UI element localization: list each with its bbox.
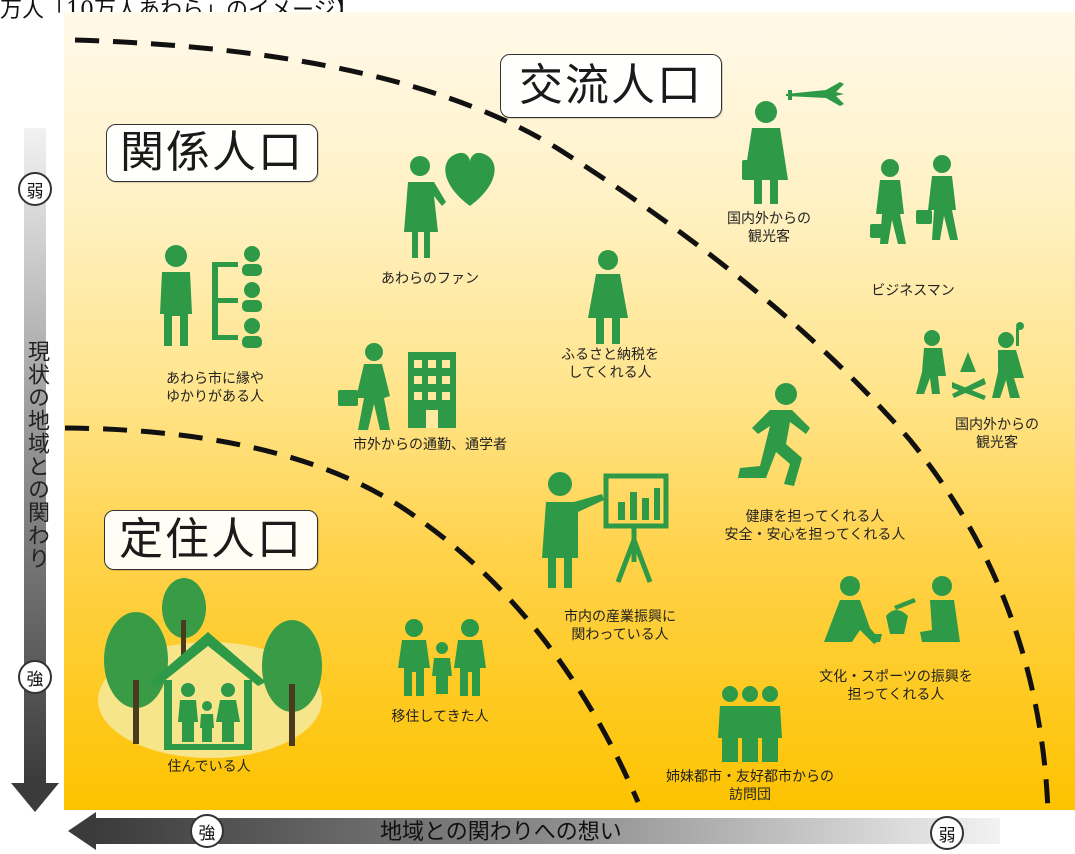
building-icon (408, 352, 456, 428)
sister-city-label: 姉妹都市・友好都市からの 訪問団 (666, 769, 834, 803)
horizontal-axis-arrow (68, 812, 1000, 850)
residents-label: 住んでいる人 (167, 759, 251, 775)
tree-icon (104, 612, 168, 744)
residence-scene (98, 578, 322, 758)
strong-badge-vertical: 強 (18, 660, 52, 694)
exchange-population-title: 交流人口 (500, 54, 722, 118)
group-icon (718, 686, 782, 762)
migrants-label: 移住してきた人 (391, 709, 489, 725)
settled-population-title: 定住人口 (104, 510, 318, 570)
businessman-icon (870, 155, 958, 244)
furusato-label: ふるさと納税を してくれる人 (561, 347, 659, 381)
vertical-axis-label: 現状の地域との関わり (24, 340, 49, 570)
horizontal-axis-label: 地域との関わりへの想い (380, 820, 622, 845)
heart-icon (445, 152, 495, 206)
industry-label: 市内の産業振興に 関わっている人 (564, 609, 676, 643)
business-label: ビジネスマン (871, 283, 955, 299)
strong-badge-horizontal: 強 (190, 814, 224, 848)
runner-icon (738, 383, 810, 486)
culture-label: 文化・スポーツの振興を 担ってくれる人 (819, 669, 973, 703)
exchange-boundary-curve (74, 37, 1051, 813)
tourists-top-label: 国内外からの 観光客 (727, 211, 811, 245)
health-label: 健康を担ってくれる人 安全・安心を担ってくれる人 (724, 509, 906, 543)
tourists-right-label: 国内外からの 観光客 (955, 417, 1039, 451)
airplane-icon (786, 82, 844, 106)
fans-label: あわらのファン (381, 271, 479, 287)
family-tree-icon (160, 245, 262, 348)
relatives-label: あわら市に縁や ゆかりがある人 (166, 371, 264, 405)
house-icon (150, 632, 266, 750)
campfire-icon (916, 322, 1024, 400)
presentation-icon (542, 472, 669, 588)
fan-person-icon (404, 156, 446, 258)
tourist-person-icon (742, 101, 788, 204)
vertical-axis-arrow (11, 128, 59, 812)
furusato-person-icon (588, 250, 628, 344)
settled-boundary-curve (64, 425, 641, 803)
migrant-family-icon (398, 619, 486, 696)
tea-ceremony-icon (824, 576, 960, 644)
relation-population-title: 関係人口 (106, 124, 318, 182)
family-icon (178, 683, 240, 742)
weak-badge-vertical: 弱 (18, 172, 52, 206)
commuter-icon (338, 343, 390, 430)
weak-badge-horizontal: 弱 (930, 816, 964, 850)
commuters-label: 市外からの通勤、通学者 (353, 437, 507, 453)
tree-icon (262, 620, 322, 746)
tree-icon (162, 578, 206, 660)
